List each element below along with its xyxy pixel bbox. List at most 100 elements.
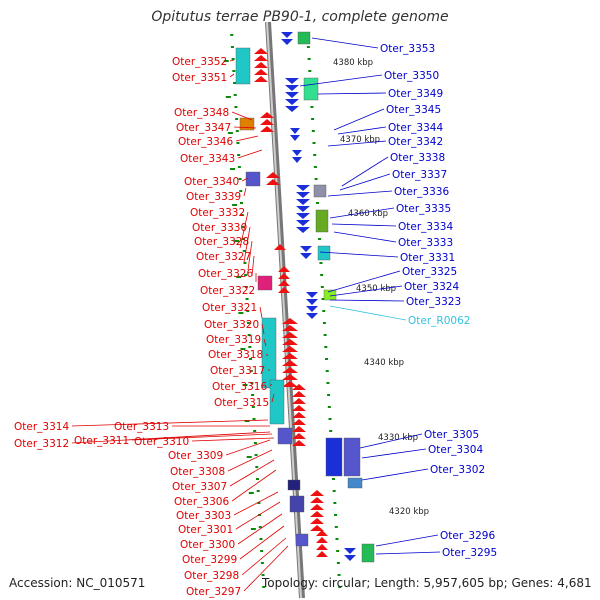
- label-leader-left: [239, 525, 285, 560]
- tick-mark-inner: [230, 46, 234, 48]
- tick-mark-inner: [232, 70, 236, 72]
- gene-arrow-reverse: [285, 92, 299, 98]
- gene-label-right: Oter_3342: [388, 136, 443, 148]
- tick-mark-outer: [336, 562, 340, 564]
- gene-box: [317, 245, 331, 261]
- gene-arrow-forward: [254, 48, 268, 54]
- gene-arrow-forward: [254, 62, 268, 68]
- gene-arrow-reverse: [281, 32, 293, 38]
- tick-mark-outer: [323, 334, 327, 336]
- tick-mark-major: [225, 96, 231, 98]
- tick-mark-inner: [238, 178, 242, 180]
- tick-mark-major: [248, 492, 254, 494]
- gene-arrow-forward: [282, 346, 298, 352]
- gene-arrow-forward: [292, 405, 306, 411]
- kbp-tick-label: 4350 kbp: [356, 284, 396, 294]
- gene-box: [313, 184, 327, 198]
- label-leader-left: [71, 419, 269, 427]
- gene-arrow-forward: [282, 374, 298, 380]
- label-leader-right: [375, 534, 439, 547]
- gene-box: [295, 533, 309, 547]
- tick-mark-inner: [242, 250, 246, 252]
- gene-label-left: Oter_3307: [172, 481, 227, 493]
- label-leader-left: [191, 437, 275, 442]
- tick-mark-inner: [249, 358, 253, 360]
- gene-label-right: Oter_3296: [440, 530, 495, 542]
- tick-mark-outer: [320, 274, 324, 276]
- tick-mark-outer: [334, 526, 338, 528]
- gene-label-left: Oter_3347: [176, 122, 231, 134]
- gene-arrow-forward: [254, 76, 268, 82]
- tick-mark-outer: [322, 310, 326, 312]
- label-leader-right: [299, 74, 383, 87]
- gene-arrow-reverse: [285, 99, 299, 105]
- tick-mark-inner: [235, 118, 239, 120]
- gene-arrow-reverse: [296, 199, 310, 205]
- gene-label-left: Oter_3306: [174, 496, 229, 508]
- tick-mark-inner: [253, 442, 257, 444]
- tick-mark-outer: [337, 574, 341, 576]
- tick-mark-major: [238, 312, 244, 314]
- gene-arrow-forward: [310, 490, 324, 496]
- label-leader-left: [243, 187, 247, 197]
- tick-mark-inner: [260, 562, 264, 564]
- tick-mark-outer: [310, 106, 314, 108]
- label-leader-left: [233, 126, 257, 129]
- tick-mark-inner: [237, 154, 241, 156]
- gene-arrow-forward: [266, 172, 280, 178]
- gene-arrow-reverse: [285, 85, 299, 91]
- gene-arrow-reverse: [292, 157, 302, 163]
- gene-box: [315, 209, 329, 233]
- gene-label-right: Oter_3324: [404, 281, 459, 293]
- gene-arrow-forward: [310, 504, 324, 510]
- label-leader-right: [311, 37, 379, 49]
- tick-mark-inner: [237, 166, 241, 168]
- tick-mark-outer: [314, 178, 318, 180]
- gene-label-left: Oter_3309: [168, 450, 223, 462]
- tick-mark-inner: [244, 286, 248, 288]
- tick-mark-inner: [257, 502, 261, 504]
- gene-label-right: Oter_3325: [402, 266, 457, 278]
- gene-arrow-forward: [292, 391, 306, 397]
- label-leader-right: [327, 140, 387, 147]
- gene-box: [325, 437, 343, 477]
- tick-mark-outer: [335, 538, 339, 540]
- gene-arrow-forward: [282, 360, 298, 366]
- gene-box: [277, 427, 293, 445]
- gene-label-left: Oter_3327: [196, 251, 251, 263]
- gene-arrow-forward: [292, 433, 306, 439]
- gene-arrow-forward: [316, 537, 328, 543]
- gene-arrow-forward: [310, 525, 324, 531]
- page-title: Opitutus terrae PB90-1, complete genome: [151, 9, 449, 25]
- gene-label-right: Oter_3331: [400, 252, 455, 264]
- gene-box: [343, 437, 361, 477]
- gene-box: [347, 477, 363, 489]
- gene-label-left: Oter_3346: [178, 136, 233, 148]
- gene-arrow-reverse: [290, 128, 300, 134]
- tick-mark-outer: [331, 478, 335, 480]
- tick-mark-outer: [336, 550, 340, 552]
- tick-mark-outer: [327, 406, 331, 408]
- label-leader-left: [241, 537, 287, 576]
- gene-arrow-forward: [282, 381, 298, 387]
- tick-mark-major: [240, 348, 246, 350]
- accession-text: Accession: NC_010571: [9, 576, 146, 590]
- gene-label-left: Oter_3322: [200, 285, 255, 297]
- label-leader-right: [333, 108, 385, 131]
- gene-label-left: Oter_3313: [114, 421, 169, 433]
- tick-mark-inner: [256, 490, 260, 492]
- tick-mark-major: [223, 60, 229, 62]
- tick-mark-inner: [246, 322, 250, 324]
- tick-mark-inner: [241, 226, 245, 228]
- gene-box: [257, 275, 273, 291]
- tick-mark-major: [227, 132, 233, 134]
- label-leader-right: [361, 468, 429, 481]
- gene-arrow-forward: [310, 518, 324, 524]
- label-leader-left: [243, 226, 251, 263]
- gene-label-right: Oter_3336: [394, 186, 449, 198]
- gene-arrow-reverse: [296, 220, 310, 226]
- tick-mark-major: [242, 384, 248, 386]
- kbp-tick-label: 4330 kbp: [378, 433, 418, 443]
- label-leader-right: [339, 173, 391, 191]
- label-leader-right: [359, 433, 423, 449]
